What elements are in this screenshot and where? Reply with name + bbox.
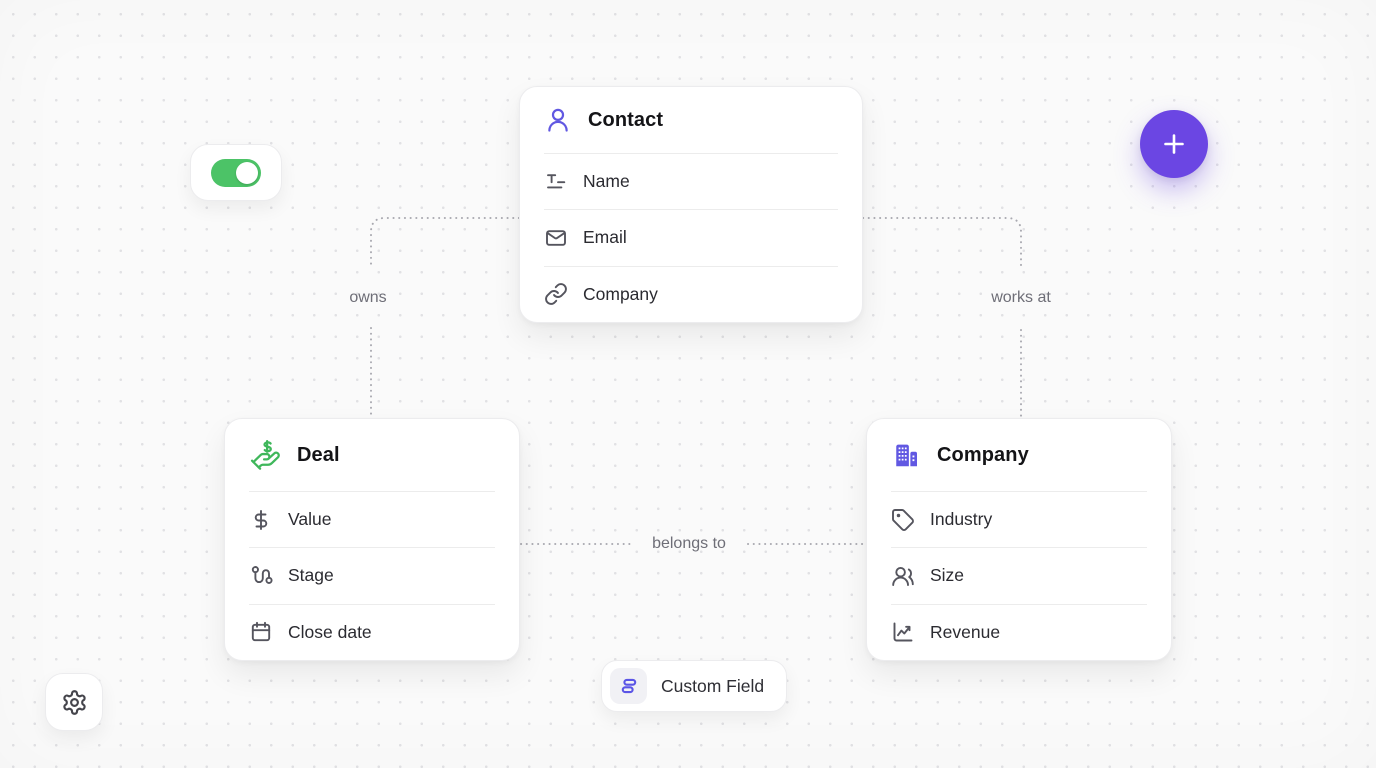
divider (249, 547, 495, 549)
toggle-switch-on[interactable] (211, 158, 261, 187)
field-row-email[interactable]: Email (520, 210, 862, 265)
field-label: Size (930, 565, 965, 586)
relationship-label-belongs-to: belongs to (652, 535, 726, 552)
entity-title: Deal (297, 443, 340, 466)
entity-card-contact[interactable]: Contact Name Email (519, 86, 863, 323)
mail-icon (544, 226, 568, 250)
dollar-icon (249, 508, 273, 532)
users-icon (891, 564, 915, 588)
link-icon (544, 282, 568, 306)
field-label: Email (583, 227, 627, 248)
field-row-close-date[interactable]: Close date (225, 605, 519, 660)
field-label: Revenue (930, 621, 1001, 642)
divider (544, 153, 838, 154)
field-rows-icon (621, 678, 636, 694)
field-row-industry[interactable]: Industry (867, 492, 1171, 547)
divider (544, 209, 838, 211)
tag-icon (891, 508, 915, 532)
entity-card-deal[interactable]: Deal Value Stage (224, 418, 520, 661)
field-row-company[interactable]: Company (520, 267, 862, 322)
entity-card-company-header: Company (867, 419, 1171, 491)
divider (249, 491, 495, 492)
gear-icon (62, 689, 86, 715)
field-row-name[interactable]: Name (520, 154, 862, 209)
custom-field-button[interactable]: Custom Field (601, 660, 788, 712)
entity-card-deal-header: Deal (225, 419, 519, 491)
toggle-knob (236, 161, 258, 184)
field-label: Stage (288, 565, 334, 586)
field-label: Value (288, 509, 332, 530)
field-row-revenue[interactable]: Revenue (867, 605, 1171, 660)
building-icon (891, 440, 921, 470)
field-label: Name (583, 171, 630, 192)
field-row-value[interactable]: Value (225, 492, 519, 547)
calendar-icon (249, 620, 273, 644)
divider (891, 547, 1147, 549)
route-icon (249, 564, 273, 588)
field-label: Company (583, 283, 658, 304)
entity-card-company[interactable]: Company Industry Size (866, 418, 1172, 661)
connector-works-at (862, 217, 1022, 267)
divider (544, 265, 838, 267)
field-label: Close date (288, 621, 372, 642)
user-icon (544, 106, 572, 134)
custom-field-label: Custom Field (661, 675, 765, 696)
divider (891, 603, 1147, 605)
divider (891, 491, 1147, 492)
settings-button[interactable] (45, 673, 103, 731)
entity-title: Contact (588, 108, 664, 131)
field-row-stage[interactable]: Stage (225, 548, 519, 603)
hand-dollar-icon (249, 439, 281, 471)
connector-owns (370, 217, 520, 269)
plus-icon (1164, 134, 1184, 154)
divider (249, 603, 495, 605)
relationship-label-owns: owns (349, 289, 387, 306)
text-icon (544, 170, 568, 194)
custom-field-icon-tile (610, 668, 647, 704)
entity-card-contact-header: Contact (520, 87, 862, 153)
chart-icon (891, 620, 915, 644)
entity-title: Company (937, 443, 1029, 466)
field-row-size[interactable]: Size (867, 548, 1171, 603)
add-button[interactable] (1140, 110, 1208, 178)
field-label: Industry (930, 509, 993, 530)
relationship-label-works-at: works at (991, 289, 1051, 306)
toggle-card[interactable] (190, 144, 282, 201)
